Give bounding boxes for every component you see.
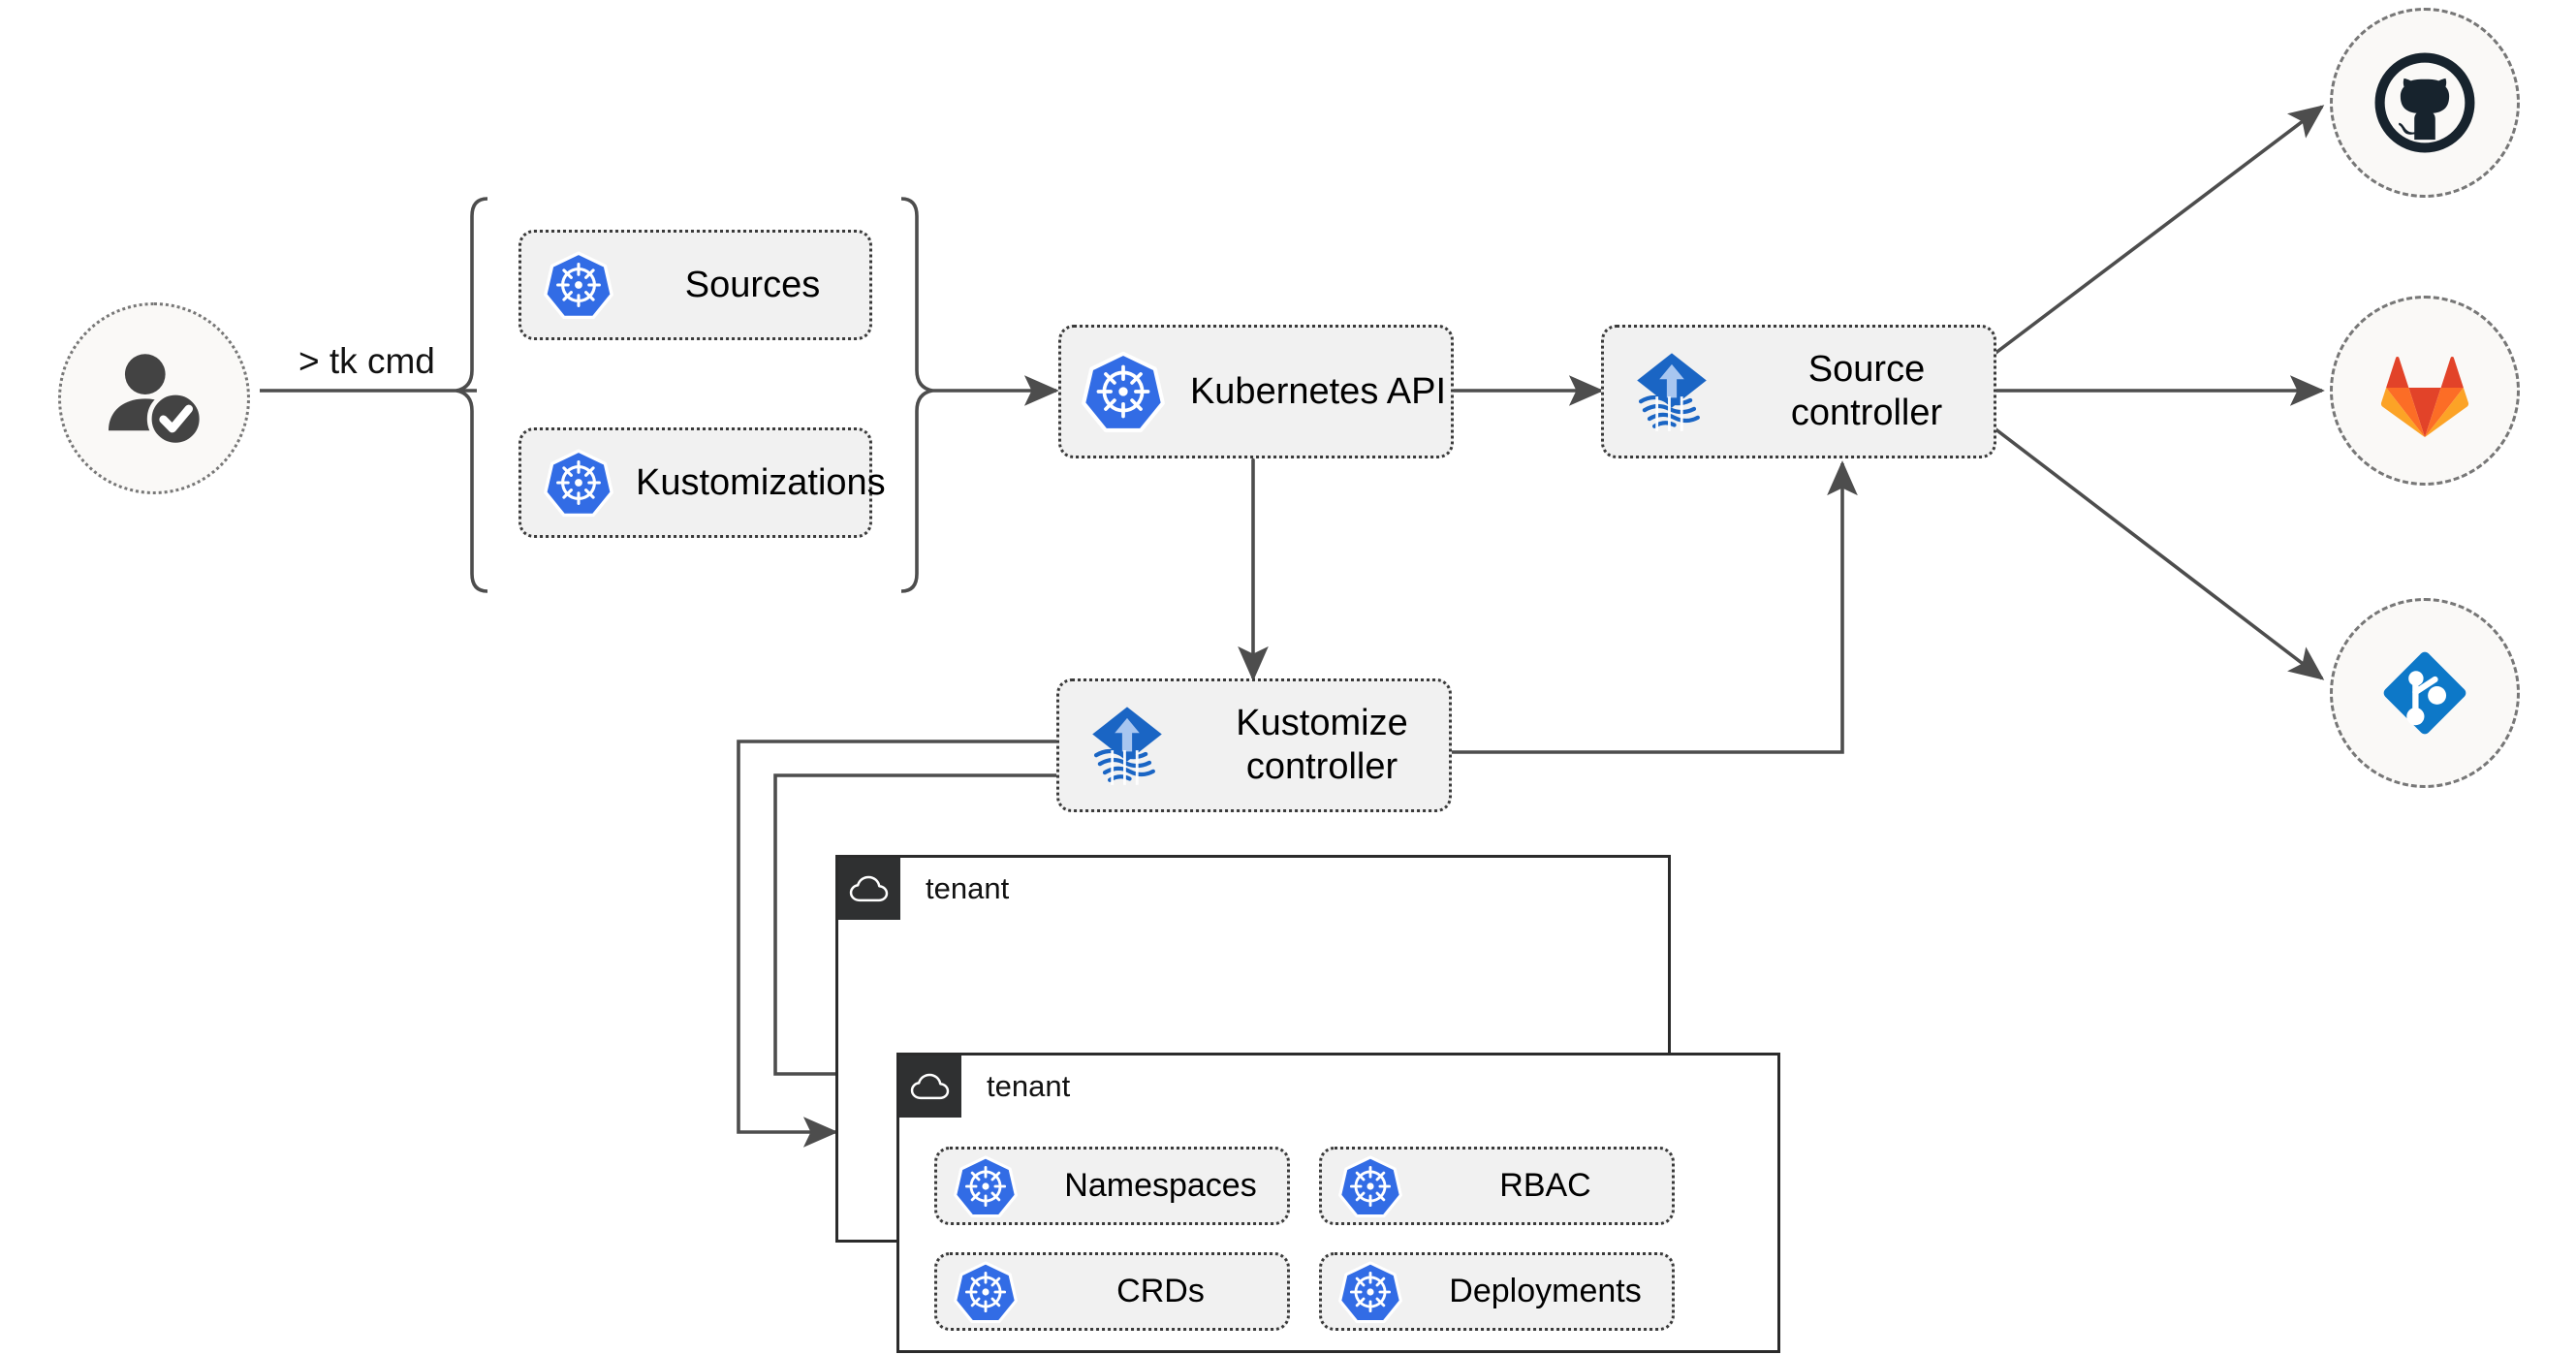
cloud-icon <box>838 858 900 920</box>
tenant-name: tenant <box>987 1069 1071 1103</box>
tenant-resource-grid: Namespaces <box>934 1147 1675 1331</box>
gitlab-icon <box>2380 357 2469 438</box>
tenant-resource-crds[interactable]: CRDs <box>934 1252 1290 1331</box>
tenant-resource-deployments[interactable]: Deployments <box>1319 1252 1675 1331</box>
brace-right <box>900 197 933 593</box>
brace-left <box>456 197 488 593</box>
node-label: Kustomize controller <box>1195 702 1449 789</box>
kubernetes-icon <box>1061 350 1185 433</box>
node-label-line1: Kustomize <box>1236 703 1408 744</box>
git-provider-azure-devops[interactable] <box>2330 598 2520 788</box>
user-check-icon <box>108 354 204 448</box>
tenant-name: tenant <box>926 871 1010 905</box>
edge-kustomize-controller-to-source-controller <box>1443 460 1858 754</box>
node-label-line2: controller <box>1245 746 1398 787</box>
kubernetes-icon <box>937 1154 1034 1218</box>
resource-card-sources[interactable]: Sources <box>518 230 872 340</box>
git-provider-gitlab[interactable] <box>2330 296 2520 486</box>
node-source-controller[interactable]: Source controller <box>1601 325 1996 458</box>
node-label-line1: Source <box>1807 349 1926 391</box>
cloud-icon <box>899 1056 961 1118</box>
command-label: > tk cmd <box>293 341 441 382</box>
tenant-resource-label: CRDs <box>1116 1273 1205 1310</box>
github-icon <box>2374 52 2475 153</box>
node-label-line2: controller <box>1790 393 1943 433</box>
edge-source-controller-to-azure <box>1993 426 2325 680</box>
node-label: Source controller <box>1740 348 1994 435</box>
tenant-resource-label: Deployments <box>1449 1273 1642 1310</box>
user-avatar <box>58 302 250 494</box>
kubernetes-icon <box>937 1260 1034 1324</box>
resource-label: Sources <box>684 264 821 305</box>
kubernetes-icon <box>521 448 636 518</box>
tenant-resource-rbac[interactable]: RBAC <box>1319 1147 1675 1225</box>
flux-icon <box>1604 347 1740 436</box>
kubernetes-icon <box>521 250 636 320</box>
flux-icon <box>1059 701 1195 790</box>
node-kustomize-controller[interactable]: Kustomize controller <box>1056 678 1452 812</box>
resource-label: Kustomizations <box>636 461 886 503</box>
tenant-resource-label: RBAC <box>1499 1167 1591 1205</box>
node-label: Kubernetes API <box>1189 370 1447 412</box>
resource-card-kustomizations[interactable]: Kustomizations <box>518 427 886 538</box>
tenant-titlebar: tenant <box>838 858 1009 920</box>
tenant-resource-namespaces[interactable]: Namespaces <box>934 1147 1290 1225</box>
tenant-panel-front[interactable]: tenant <box>896 1053 1780 1353</box>
kubernetes-icon <box>1322 1260 1419 1324</box>
azure-devops-git-icon <box>2383 651 2466 735</box>
tenant-titlebar: tenant <box>899 1056 1070 1118</box>
node-kubernetes-api[interactable]: Kubernetes API <box>1058 325 1454 458</box>
tenant-resource-label: Namespaces <box>1064 1167 1257 1205</box>
edge-source-controller-to-github <box>1993 105 2325 356</box>
kubernetes-icon <box>1322 1154 1419 1218</box>
git-provider-github[interactable] <box>2330 8 2520 198</box>
